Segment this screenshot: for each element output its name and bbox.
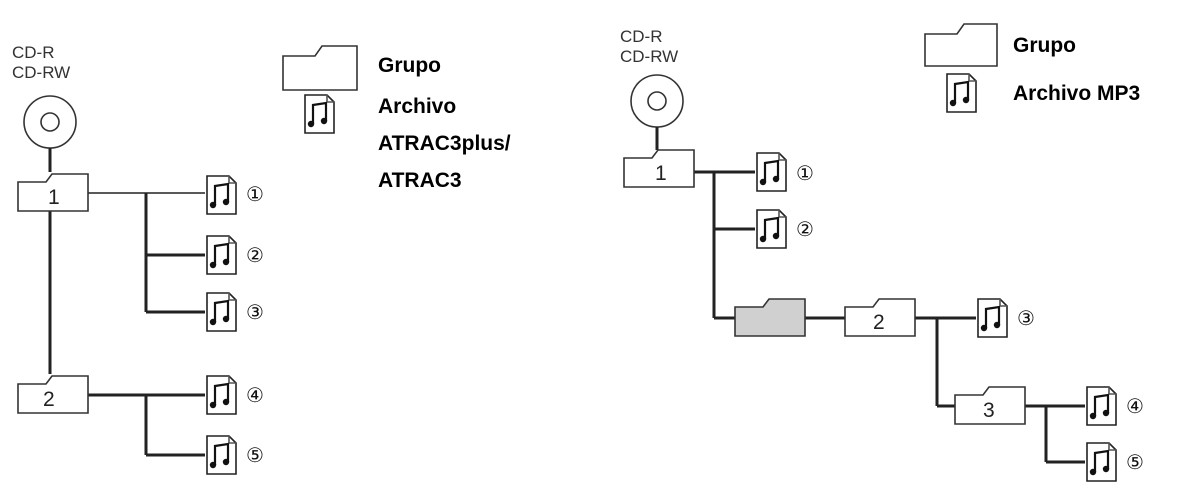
track-number: ⑤ (246, 443, 264, 467)
music-file-icon (1085, 385, 1118, 427)
legend-file-label-1: Archivo (378, 95, 456, 118)
legend-group-label: Grupo (378, 54, 441, 77)
legend-file-label-2: ATRAC3plus/ (378, 132, 511, 155)
legend-file-label-3: ATRAC3 (378, 169, 462, 192)
left-diagram: CD-R CD-RW 1 2 (12, 43, 511, 476)
legend-file-label: Archivo MP3 (1013, 82, 1140, 105)
media-label-cdr: CD-R (12, 43, 55, 62)
folder-icon (924, 23, 998, 67)
track-number: ① (796, 161, 814, 185)
folder-icon (282, 45, 358, 91)
group-number: 2 (873, 311, 885, 334)
media-label-cdrw: CD-RW (12, 63, 70, 82)
media-label-cdr: CD-R (620, 27, 663, 46)
track-number: ② (796, 217, 814, 241)
legend-group-label: Grupo (1013, 34, 1076, 57)
track-number: ② (246, 243, 264, 267)
folder-icon: 3 (954, 386, 1026, 425)
track-number: ③ (246, 300, 264, 324)
empty-folder-icon (734, 298, 806, 337)
group-number: 1 (655, 162, 667, 185)
folder-icon: 2 (17, 375, 89, 414)
track-number: ① (246, 182, 264, 206)
media-label-cdrw: CD-RW (620, 47, 678, 66)
music-file-icon (205, 374, 238, 416)
right-tree-lines (655, 127, 1085, 464)
folder-icon: 2 (844, 298, 916, 337)
music-file-icon (205, 174, 238, 216)
group-number: 2 (43, 388, 55, 411)
legend: Grupo Archivo ATRAC3plus/ ATRAC3 (282, 45, 511, 192)
music-file-icon (755, 151, 788, 193)
folder-icon: 1 (623, 149, 695, 188)
track-number: ④ (1126, 394, 1144, 418)
music-file-icon (303, 93, 336, 135)
music-file-icon (945, 72, 978, 114)
right-diagram: CD-R CD-RW 1 2 (620, 23, 1144, 483)
disc-icon (630, 74, 684, 128)
track-number: ④ (246, 383, 264, 407)
music-file-icon (755, 208, 788, 250)
music-file-icon (1085, 441, 1118, 483)
group-number: 3 (983, 399, 995, 422)
music-file-icon (205, 234, 238, 276)
track-number: ⑤ (1126, 450, 1144, 474)
music-file-icon (205, 434, 238, 476)
disc-icon (23, 95, 77, 149)
legend: Grupo Archivo MP3 (924, 23, 1140, 114)
folder-icon: 1 (17, 173, 89, 212)
music-file-icon (976, 297, 1009, 339)
left-tree-lines (48, 148, 205, 457)
track-number: ③ (1017, 306, 1035, 330)
music-file-icon (205, 291, 238, 333)
group-number: 1 (48, 186, 60, 209)
